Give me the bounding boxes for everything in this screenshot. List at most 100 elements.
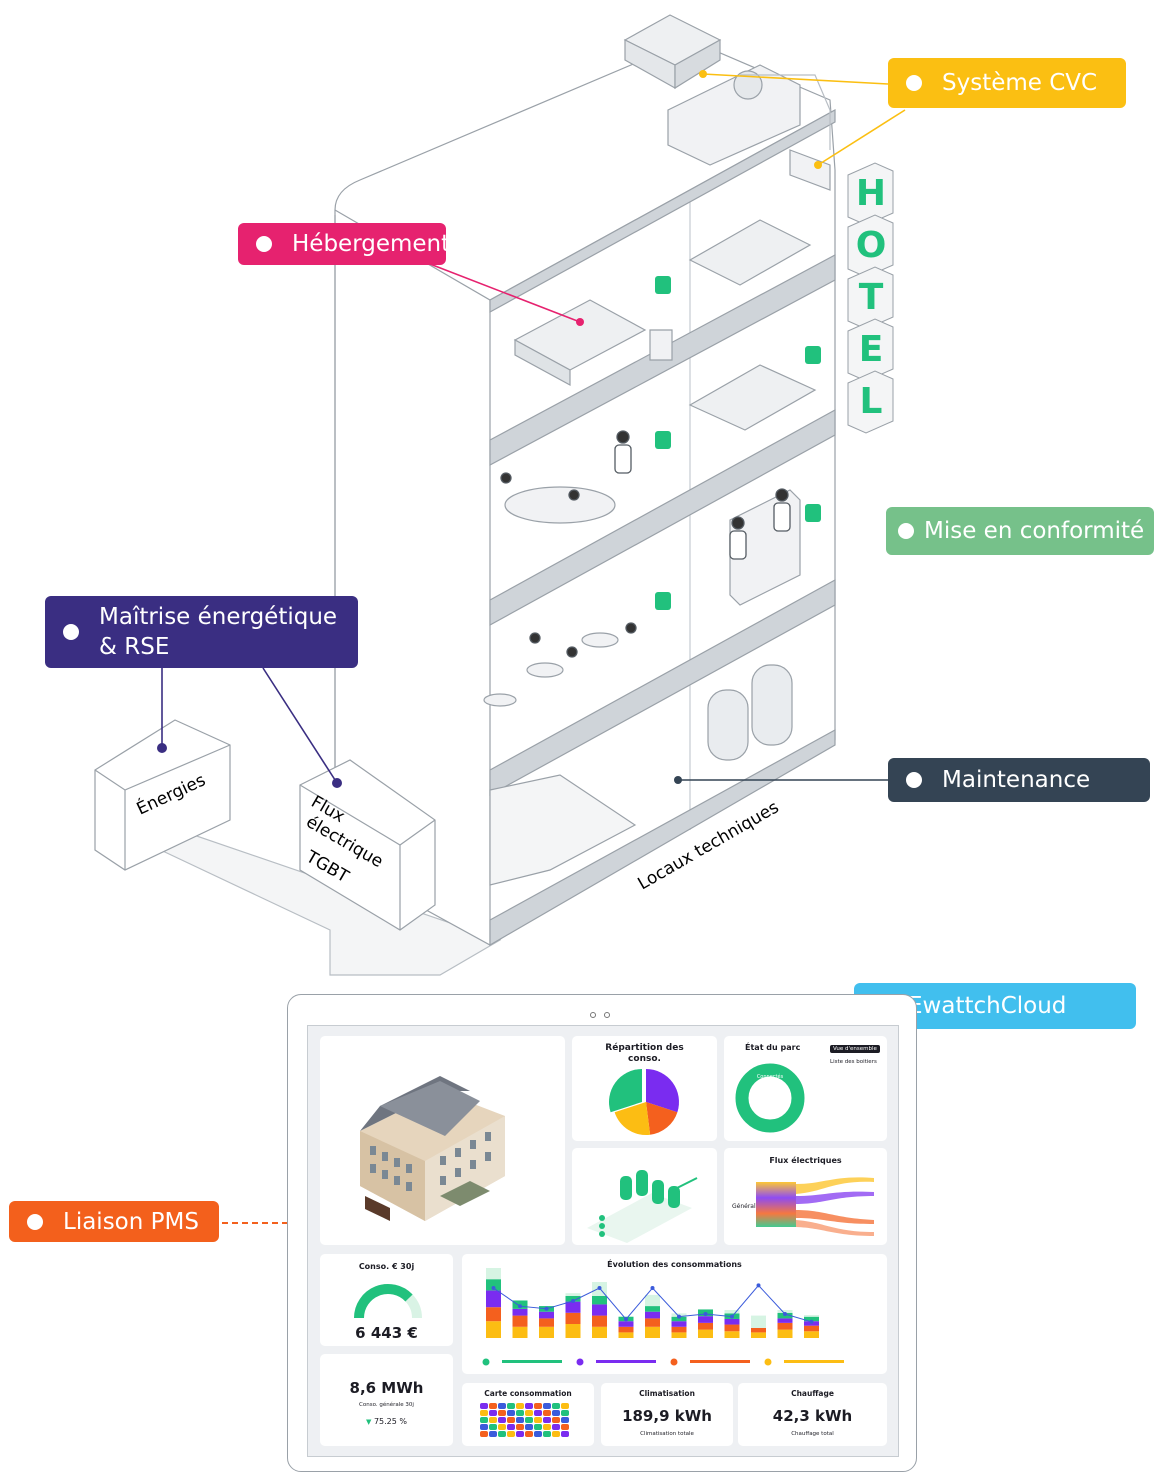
sankey-chart <box>756 1177 874 1236</box>
heatmap-cell <box>498 1424 506 1430</box>
heatmap-cell <box>507 1403 515 1409</box>
bullet-icon <box>256 236 272 252</box>
tag-hebergement: Hébergement <box>238 223 450 265</box>
bar-segment <box>486 1321 501 1338</box>
bullet-icon <box>27 1213 43 1230</box>
heatmap-cell <box>489 1431 497 1437</box>
conso-euro-value: 6 443 € <box>355 1324 418 1342</box>
tag-label: Mise en conformité <box>924 518 1145 544</box>
bar-segment <box>751 1332 766 1338</box>
clim-sub: Climatisation totale <box>640 1431 694 1437</box>
heatmap-cell <box>516 1403 524 1409</box>
tag-label: Hébergement <box>292 231 451 257</box>
bar-segment <box>618 1321 634 1327</box>
line-point <box>703 1312 708 1316</box>
etat-parc-card: État du parc Vue d'ensemble Liste des bo… <box>724 1036 887 1141</box>
line-point <box>783 1312 787 1316</box>
heatmap-cell <box>552 1424 560 1430</box>
bar-segment <box>671 1316 687 1322</box>
bar-segment <box>698 1322 713 1330</box>
heatmap-cell <box>543 1424 551 1430</box>
bar-segment <box>618 1326 634 1333</box>
bar-segment <box>698 1329 713 1338</box>
heatmap-cell <box>498 1410 506 1416</box>
sign-letter: T <box>859 277 884 318</box>
bar-segment <box>671 1326 687 1333</box>
heatmap-cell <box>480 1403 488 1409</box>
heatmap-cell <box>534 1403 542 1409</box>
tag-mise-en-conformite: Mise en conformité <box>886 507 1154 555</box>
sign-panel <box>847 266 894 330</box>
bullet-icon <box>906 75 922 91</box>
bar-segment <box>724 1310 740 1314</box>
bar-segment <box>486 1268 501 1280</box>
bar-segment <box>539 1311 554 1319</box>
flux-title: Flux électriques <box>769 1156 842 1165</box>
heatmap-cell <box>507 1431 515 1437</box>
heatmap-cell <box>561 1403 569 1409</box>
etat-parc-ring-chart: Connectés <box>735 1063 805 1133</box>
sign-letter: E <box>859 329 884 370</box>
mwh-sub: Conso. générale 30j <box>359 1402 414 1408</box>
heatmap-cell <box>516 1417 524 1423</box>
heatmap-cell <box>525 1417 533 1423</box>
heatmap-cell <box>561 1424 569 1430</box>
bullet-icon <box>63 624 79 640</box>
tag-label: Liaison PMS <box>63 1208 199 1235</box>
sign-panel <box>847 318 894 382</box>
heatmap-cell <box>561 1417 569 1423</box>
conso-euro-title: Conso. € 30j <box>358 1262 415 1271</box>
line-point <box>571 1299 575 1303</box>
bar-segment <box>645 1306 660 1312</box>
sign-panel <box>847 162 894 226</box>
line-point <box>730 1314 734 1319</box>
heatmap-cell <box>489 1410 497 1416</box>
liste-boitiers-link[interactable]: Liste des boitiers <box>830 1059 877 1065</box>
bar-segment <box>592 1326 607 1338</box>
bullet-icon <box>906 772 922 788</box>
bar-segment <box>565 1301 581 1313</box>
tag-maitrise-energetique: Maîtrise énergétique & RSE <box>45 596 358 668</box>
chauff-sub: Chauffage total <box>791 1431 834 1437</box>
sign-panel <box>847 370 894 434</box>
conso-euro-card: Conso. € 30j 6 443 € <box>320 1254 453 1346</box>
evolution-bar-chart <box>482 1268 844 1366</box>
heatmap-cell <box>498 1417 506 1423</box>
climatisation-card: Climatisation 189,9 kWh Climatisation to… <box>601 1383 733 1446</box>
down-arrow-icon: ▼ <box>366 1418 372 1426</box>
bar-segment <box>804 1325 819 1332</box>
heatmap-cell <box>489 1403 497 1409</box>
heatmap-cell <box>543 1431 551 1437</box>
bar-segment <box>565 1293 581 1296</box>
heatmap-cell <box>516 1431 524 1437</box>
bar-segment <box>671 1321 687 1327</box>
flux-general-label: Général <box>732 1203 756 1210</box>
tag-label: EwattchCloud <box>908 993 1067 1019</box>
heatmap-cell <box>534 1417 542 1423</box>
tag-maintenance: Maintenance <box>888 758 1150 802</box>
sign-letter: O <box>856 225 887 266</box>
bar-segment <box>724 1324 740 1332</box>
bar-segment <box>618 1332 634 1338</box>
heatmap-cell <box>525 1410 533 1416</box>
bar-segment <box>512 1308 528 1316</box>
vue-ensemble-button[interactable]: Vue d'ensemble <box>830 1045 880 1053</box>
heatmap-cell <box>498 1403 506 1409</box>
bar-segment <box>671 1332 687 1338</box>
heatmap-cell <box>480 1410 488 1416</box>
bar-segment <box>486 1307 501 1322</box>
pie-slice <box>614 1102 651 1135</box>
bar-segment <box>486 1279 501 1291</box>
clim-title: Climatisation <box>639 1389 695 1398</box>
line-point <box>650 1286 655 1290</box>
bar-segment <box>645 1311 660 1319</box>
tag-label: Système CVC <box>942 70 1098 96</box>
bar-segment <box>777 1322 793 1330</box>
heatmap-cell <box>507 1410 515 1416</box>
line-point <box>544 1306 549 1311</box>
evolution-card: Évolution des consommations <box>462 1254 887 1374</box>
chauff-title: Chauffage <box>791 1389 834 1398</box>
